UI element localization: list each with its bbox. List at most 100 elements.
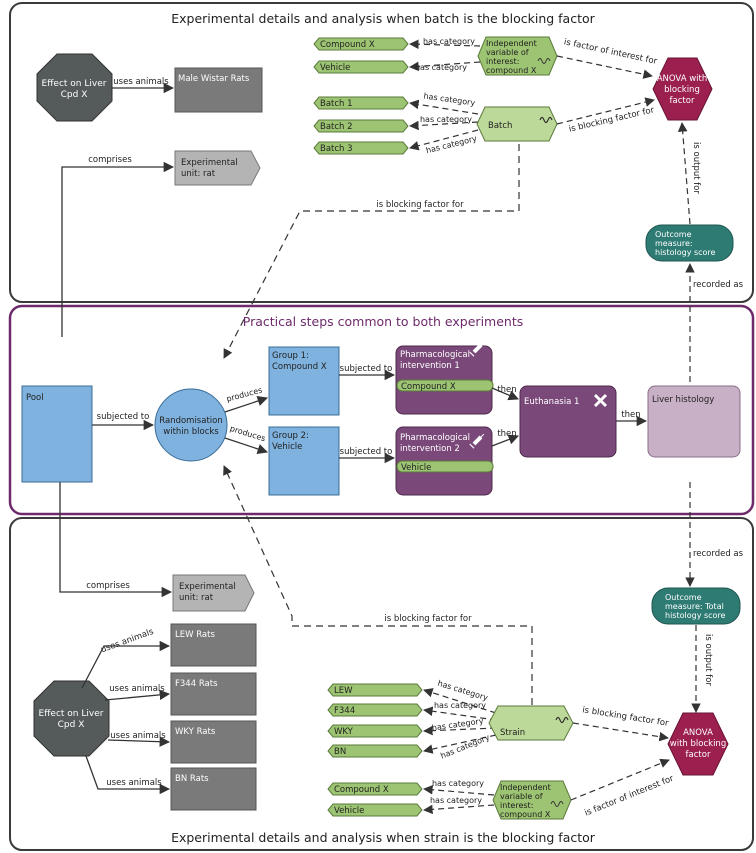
rand-line1: Randomisation bbox=[159, 416, 222, 426]
strain-label: Strain bbox=[500, 728, 525, 738]
syringe-icon-2 bbox=[469, 433, 485, 449]
outcome-top-line1: Outcome bbox=[655, 230, 692, 239]
edge-then-1 bbox=[491, 387, 519, 401]
edge-hascat-1-bottom bbox=[423, 784, 495, 796]
top-panel-title: Experimental details and analysis when b… bbox=[171, 11, 595, 26]
outcome-top-line3: histology score bbox=[655, 248, 716, 257]
edge-produces-2 bbox=[224, 437, 268, 454]
middle-panel-title: Practical steps common to both experimen… bbox=[243, 314, 524, 329]
batch1-tag bbox=[313, 96, 409, 110]
iv-top-line2: variable of bbox=[486, 48, 529, 57]
group1-line2: Compound X bbox=[272, 362, 327, 372]
label-strain-hascat-2: has category bbox=[434, 701, 486, 710]
unit-bottom-line2: unit: rat bbox=[179, 593, 214, 603]
iv-top-line3: interest: bbox=[486, 57, 519, 66]
syringe-icon bbox=[469, 341, 485, 357]
anova-bottom-line3: factor bbox=[686, 750, 711, 760]
label-comprises-bottom: comprises bbox=[86, 581, 130, 591]
cat-vehicle-top-label: Vehicle bbox=[320, 63, 350, 73]
anova-top-line1: ANOVA with bbox=[657, 74, 708, 84]
label-comprises-top: comprises bbox=[88, 155, 132, 165]
pool-label: Pool bbox=[26, 393, 44, 403]
edge-batch-hascat-2 bbox=[409, 120, 479, 131]
strain-bn: BN bbox=[334, 747, 346, 757]
pi2-line2: intervention 2 bbox=[400, 444, 460, 454]
label-output-for-bottom: is output for bbox=[703, 634, 713, 686]
edge-factor-interest-top bbox=[556, 55, 653, 79]
iv-hex-bottom bbox=[492, 780, 572, 820]
group2-line2: Vehicle bbox=[272, 442, 302, 452]
label-batch-to-randomisation: is blocking factor for bbox=[376, 200, 464, 210]
wave-icon-iv-bottom bbox=[550, 801, 564, 807]
cat-compound-top-label: Compound X bbox=[320, 40, 375, 50]
iv-bottom-line1: Independent bbox=[500, 783, 551, 792]
label-output-for-top: is output for bbox=[691, 142, 701, 194]
rats-box-f344 bbox=[170, 672, 257, 716]
euthanasia-label: Euthanasia 1 bbox=[524, 397, 579, 407]
label-uses-f344: uses animals bbox=[109, 684, 165, 694]
edge-output-for-top bbox=[677, 122, 691, 225]
label-hascat-1-top: has category bbox=[423, 37, 475, 46]
unit-bottom-line1: Experimental bbox=[179, 582, 236, 592]
unit-hex-top bbox=[174, 150, 261, 186]
cat-vehicle-bottom-label: Vehicle bbox=[334, 806, 364, 816]
cat-compound-bottom bbox=[327, 782, 423, 796]
anova-top-line2: blocking bbox=[664, 85, 700, 95]
strain-lew: LEW bbox=[334, 686, 353, 696]
edge-strain-hascat-4 bbox=[423, 734, 497, 754]
iv-bottom-line2: variable of bbox=[500, 792, 543, 801]
rats-box-bn bbox=[170, 767, 257, 811]
effect-top-line2: Cpd X bbox=[61, 90, 88, 100]
group2-box bbox=[268, 426, 340, 496]
outcome-pill-bottom bbox=[651, 587, 741, 625]
label-then-2: then bbox=[497, 429, 516, 439]
anova-hex-top bbox=[652, 57, 713, 121]
strain-tag-wky bbox=[327, 724, 423, 738]
unit-top-line1: Experimental bbox=[181, 158, 238, 168]
strain-wky: WKY bbox=[334, 727, 354, 737]
edge-batch-hascat-1 bbox=[409, 99, 479, 115]
label-subjected-g2: subjected to bbox=[340, 447, 393, 457]
rats-bn: BN Rats bbox=[175, 774, 209, 784]
edge-strain-to-randomisation bbox=[223, 465, 533, 705]
label-strain-to-randomisation: is blocking factor for bbox=[384, 614, 472, 624]
anova-bottom-line2: with blocking bbox=[670, 739, 726, 749]
iv-bottom-line3: interest: bbox=[500, 801, 533, 810]
strain-f344: F344 bbox=[334, 706, 355, 716]
cat-compound-bottom-label: Compound X bbox=[334, 785, 389, 795]
pool-box bbox=[21, 385, 93, 483]
effect-octagon-top bbox=[36, 53, 113, 122]
pi2-line1: Pharmacological bbox=[400, 433, 470, 443]
pi2-sub-label: Vehicle bbox=[401, 463, 431, 473]
batch3-tag bbox=[313, 141, 409, 155]
edge-uses-f344 bbox=[104, 689, 171, 701]
edge-strain-blocking bbox=[572, 722, 669, 742]
label-hascat-2-top: has category bbox=[415, 63, 467, 72]
unit-top-line2: unit: rat bbox=[181, 169, 216, 179]
label-uses-wky: uses animals bbox=[110, 731, 166, 741]
label-recorded-bottom: recorded as bbox=[693, 549, 744, 559]
cat-vehicle-bottom bbox=[327, 803, 423, 817]
iv-top-line1: Independent bbox=[486, 39, 537, 48]
label-recorded-top: recorded as bbox=[693, 280, 744, 290]
middle-panel bbox=[8, 304, 755, 516]
label-hascat-2-bottom: has category bbox=[430, 796, 482, 805]
pi1-line1: Pharmacological bbox=[400, 350, 470, 360]
edge-hascat-2-bottom bbox=[423, 804, 495, 815]
edge-uses-lew bbox=[81, 640, 171, 689]
edge-strain-hascat-3 bbox=[423, 725, 497, 736]
iv-hex-top bbox=[477, 36, 558, 76]
edge-hascat-1-top bbox=[409, 39, 481, 50]
animals-box-top bbox=[174, 67, 263, 113]
strain-hex bbox=[488, 705, 574, 741]
label-subjected-pool: subjected to bbox=[97, 412, 150, 422]
batch-hex bbox=[476, 106, 558, 142]
anova-bottom-line1: ANOVA bbox=[683, 728, 713, 738]
effect-bottom-line2: Cpd X bbox=[58, 720, 85, 730]
rats-box-wky bbox=[170, 720, 257, 764]
wave-icon-strain bbox=[555, 716, 569, 724]
pi1-sub-label: Compound X bbox=[401, 382, 456, 392]
anova-top-line3: factor bbox=[670, 96, 695, 106]
cat-vehicle-top bbox=[313, 60, 409, 74]
cat-compound-top bbox=[313, 37, 409, 51]
